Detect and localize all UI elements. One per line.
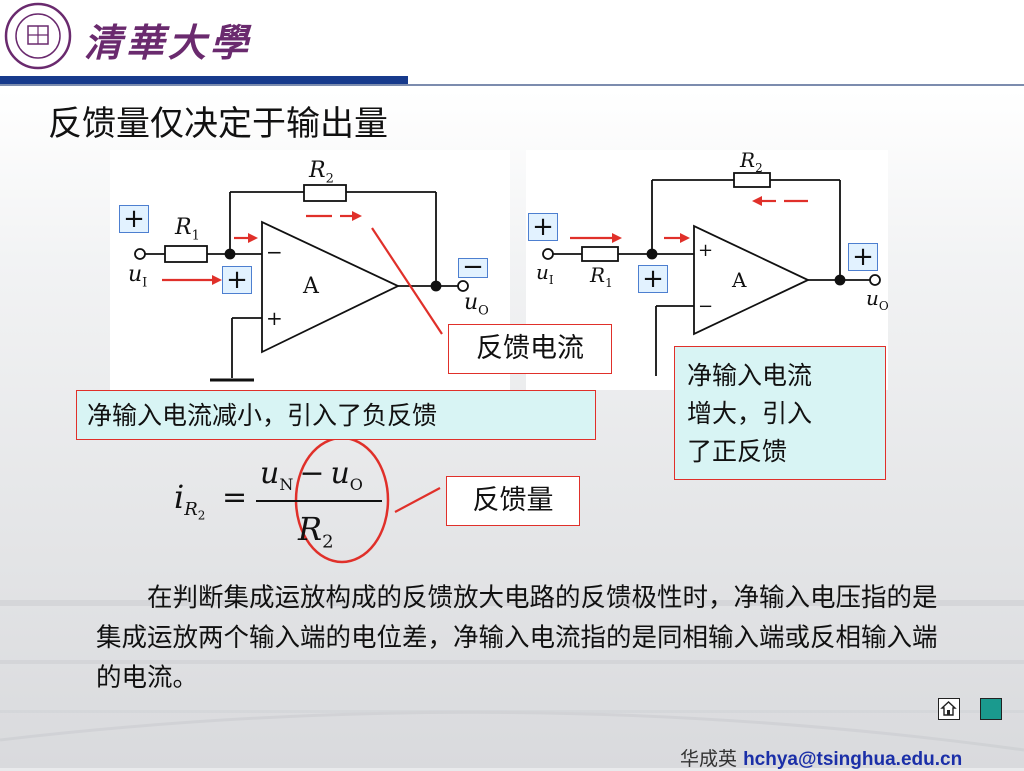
left-r2-resistor xyxy=(303,184,347,202)
left-output-polarity: − xyxy=(458,254,488,280)
left-uo-label: uO xyxy=(464,290,489,319)
footer-email[interactable]: hchya@tsinghua.edu.cn xyxy=(743,749,963,770)
header-accent-bar xyxy=(0,76,408,84)
right-opamp-label: A xyxy=(732,268,747,292)
left-node-polarity: + xyxy=(222,266,252,294)
formula-numerator: uN−uO xyxy=(260,456,363,494)
right-node-polarity: + xyxy=(638,265,668,293)
left-output-terminal xyxy=(457,280,469,292)
right-noninverting-sign: + xyxy=(698,240,714,261)
next-slide-button[interactable] xyxy=(980,698,1002,720)
left-r1-resistor xyxy=(164,245,208,263)
right-output-terminal xyxy=(869,274,881,286)
slide-title: 反馈量仅决定于输出量 xyxy=(48,104,388,144)
right-r2-label: R2 xyxy=(740,148,763,175)
footer-credit: 华成英 hchya@tsinghua.edu.cn xyxy=(680,744,962,771)
tsinghua-logo-text: 清華大學 xyxy=(84,20,253,65)
negative-feedback-note: 净输入电流减小，引入了负反馈 xyxy=(76,390,596,440)
positive-feedback-note: 净输入电流 增大，引入 了正反馈 xyxy=(674,346,886,480)
right-output-node xyxy=(834,274,846,286)
formula-fraction-bar xyxy=(256,500,382,502)
right-r1-label: R1 xyxy=(590,263,613,290)
home-icon xyxy=(940,701,957,716)
left-input-polarity: + xyxy=(119,205,149,233)
home-button[interactable] xyxy=(938,698,960,720)
left-output-node xyxy=(430,280,442,292)
right-uo-label: uO xyxy=(866,286,889,313)
left-opamp xyxy=(261,220,401,354)
left-circuit-panel xyxy=(110,150,510,390)
right-opamp xyxy=(693,224,811,336)
right-r1-resistor xyxy=(581,246,619,262)
right-output-polarity: + xyxy=(848,243,878,271)
left-r1-label: R1 xyxy=(175,215,200,244)
tsinghua-seal-icon xyxy=(4,2,72,70)
left-circuit xyxy=(134,184,469,513)
formula-denominator: R2 xyxy=(298,510,334,553)
positive-feedback-line-2: 增大，引入 xyxy=(687,399,813,428)
left-noninverting-sign: + xyxy=(266,306,283,330)
positive-feedback-line-1: 净输入电流 xyxy=(687,361,813,390)
left-opamp-label: A xyxy=(303,274,319,299)
left-ui-label: uI xyxy=(128,262,148,291)
feedback-quantity-callout: 反馈量 xyxy=(446,476,580,526)
right-input-polarity: + xyxy=(528,213,558,241)
left-r2-label: R2 xyxy=(309,158,334,187)
right-r2-resistor xyxy=(733,172,771,188)
right-input-terminal xyxy=(542,248,554,260)
footer-author: 华成英 xyxy=(680,748,738,770)
explanation-paragraph: 在判断集成运放构成的反馈放大电路的反馈极性时，净输入电压指的是集成运放两个输入端… xyxy=(96,583,938,693)
header-divider xyxy=(0,84,1024,86)
positive-feedback-line-3: 了正反馈 xyxy=(687,437,788,466)
formula-equals: = xyxy=(222,480,248,515)
left-input-terminal xyxy=(134,248,146,260)
background-decoration xyxy=(0,600,1024,752)
right-inverting-sign: − xyxy=(698,296,714,317)
formula-lhs: iR2 xyxy=(174,478,206,523)
right-circuit xyxy=(542,172,881,376)
feedback-current-callout: 反馈电流 xyxy=(448,324,612,374)
right-ui-label: uI xyxy=(536,260,554,287)
left-inverting-sign: − xyxy=(266,240,283,264)
